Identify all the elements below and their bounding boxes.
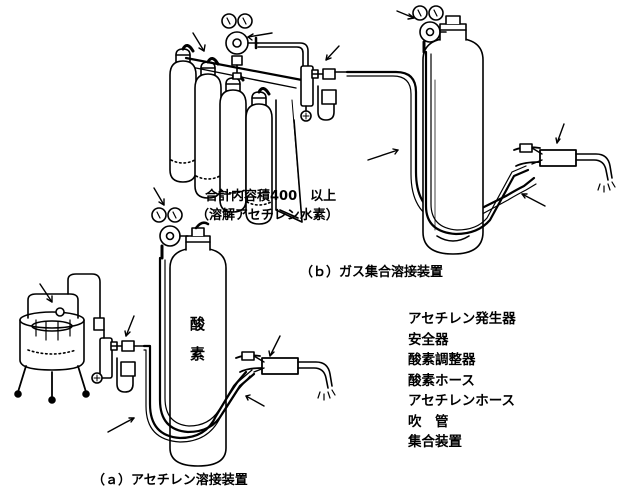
acetylene-generator — [14, 273, 105, 404]
blowpipe-a — [235, 351, 336, 401]
legend-item: 酸素ホース — [408, 372, 475, 389]
dissolved-acetylene-hydrogen-label: （溶解アセチレン水素） — [196, 208, 339, 223]
cylinder-label-sanso-2: 素 — [190, 345, 206, 363]
blowpipe-b — [513, 143, 616, 193]
legend-item: アセチレンホース — [408, 393, 516, 409]
oxygen-cylinder-b — [412, 5, 484, 255]
acetylene-safety-device — [91, 329, 145, 393]
caption-b: （ｂ）ガス集合溶接装置 — [300, 265, 444, 280]
legend-item: 酸素調整器 — [408, 352, 476, 368]
oxygen-hose-b — [424, 50, 530, 236]
acetylene-hose-a — [142, 344, 248, 440]
arrows-a — [39, 187, 281, 433]
total-volume-label: 合計内容積400 以上 — [205, 189, 337, 204]
legend-list: アセチレン発生器 安全器 酸素調整器 酸素ホース アセチレンホース 吹 管 集合… — [408, 309, 516, 453]
legend-item: アセチレン発生器 — [408, 311, 516, 327]
caption-a: （ａ）アセチレン溶接装置 — [92, 473, 248, 488]
cylinder-label-sanso-1: 酸 — [190, 315, 206, 333]
arrows-b — [192, 10, 565, 207]
legend-item: 安全器 — [408, 331, 449, 348]
legend-item: 吹 管 — [408, 413, 449, 430]
manifold-cylinder-bank — [169, 13, 309, 225]
legend-item: 集合装置 — [408, 434, 462, 450]
oxygen-cylinder-a — [151, 207, 227, 467]
manifold-safety-device — [300, 65, 348, 122]
